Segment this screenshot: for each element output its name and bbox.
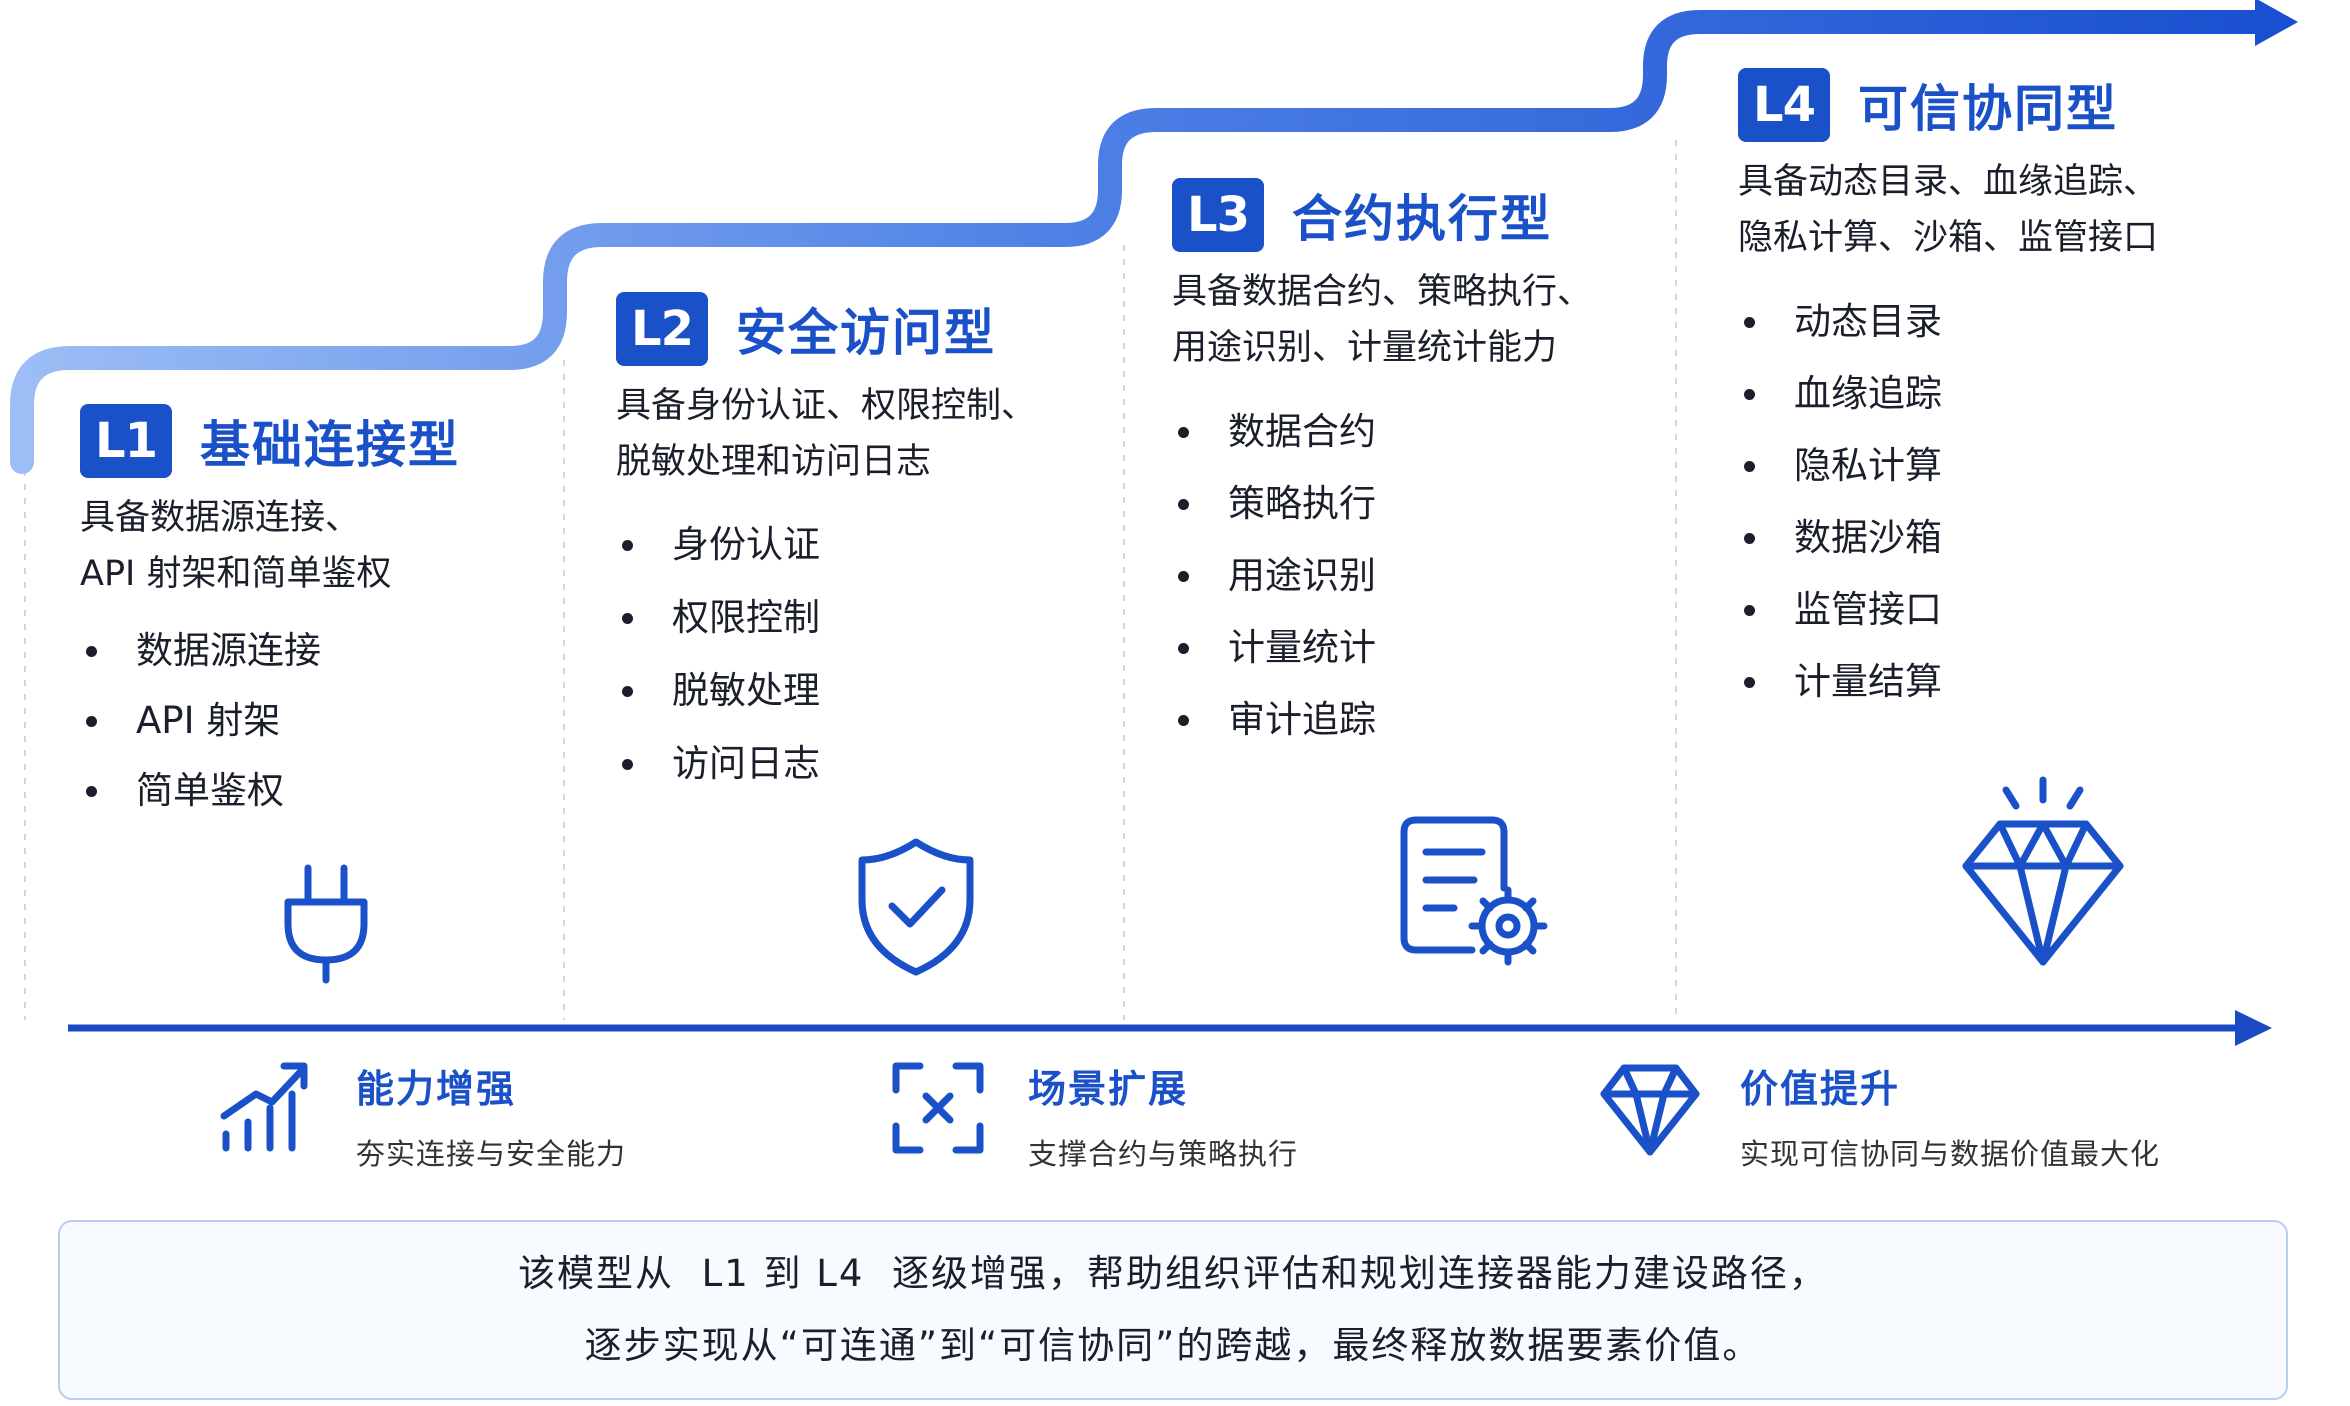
level-description: 具备身份认证、权限控制、 脱敏处理和访问日志	[616, 378, 1036, 490]
list-item: 简单鉴权	[80, 756, 460, 826]
benefit-capability: 能力增强 夯实连接与安全能力	[216, 1058, 626, 1173]
feature-list: 数据合约 策略执行 用途识别 计量统计 审计追踪	[1172, 396, 1592, 756]
staircase-arrowhead	[2255, 0, 2298, 46]
benefit-text: 场景扩展 支撑合约与策略执行	[1028, 1058, 1298, 1173]
list-item: 数据沙箱	[1738, 502, 2158, 574]
benefit-description: 实现可信协同与数据价值最大化	[1740, 1137, 2161, 1171]
level-badge: L1	[80, 404, 172, 478]
diamond-icon	[1600, 1064, 1700, 1156]
list-item: 血缘追踪	[1738, 358, 2158, 430]
level-description-line: 隐私计算、沙箱、监管接口	[1738, 218, 2159, 258]
level-header: L2 安全访问型	[616, 292, 1036, 366]
level-badge: L4	[1738, 68, 1830, 142]
level-header: L4 可信协同型	[1738, 68, 2158, 142]
benefit-title: 价值提升	[1740, 1067, 1901, 1111]
bar-chart-up-icon	[220, 1062, 308, 1152]
list-item: 用途识别	[1172, 540, 1592, 612]
level-description-line: 具备动态目录、血缘追踪、	[1738, 162, 2159, 202]
list-item: 数据源连接	[80, 616, 460, 686]
staircase-line	[10, 10, 2277, 474]
plug-icon	[276, 862, 376, 991]
level-title: 可信协同型	[1858, 80, 2118, 138]
benefit-description: 支撑合约与策略执行	[1028, 1137, 1299, 1171]
list-item: 数据合约	[1172, 396, 1592, 468]
level-title: 合约执行型	[1292, 190, 1552, 248]
level-description-line: 脱敏处理和访问日志	[616, 442, 932, 482]
list-item: 脱敏处理	[616, 654, 1036, 727]
benefit-scenario: 场景扩展 支撑合约与策略执行	[888, 1058, 1298, 1173]
benefit-title: 场景扩展	[1028, 1067, 1189, 1111]
list-item: 权限控制	[616, 581, 1036, 654]
level-card-l1: L1 基础连接型 具备数据源连接、 API 射架和简单鉴权 数据源连接 API …	[80, 404, 460, 826]
benefit-text: 能力增强 夯实连接与安全能力	[356, 1058, 626, 1173]
level-header: L3 合约执行型	[1172, 178, 1592, 252]
level-description-line: API 射架和简单鉴权	[80, 554, 392, 594]
feature-list: 身份认证 权限控制 脱敏处理 访问日志	[616, 508, 1036, 800]
level-card-l3: L3 合约执行型 具备数据合约、策略执行、 用途识别、计量统计能力 数据合约 策…	[1172, 178, 1592, 756]
level-badge: L3	[1172, 178, 1264, 252]
list-item: 动态目录	[1738, 286, 2158, 358]
level-description: 具备动态目录、血缘追踪、 隐私计算、沙箱、监管接口	[1738, 154, 2158, 266]
list-item: 隐私计算	[1738, 430, 2158, 502]
level-header: L1 基础连接型	[80, 404, 460, 478]
feature-list: 数据源连接 API 射架 简单鉴权	[80, 616, 460, 826]
level-card-l4: L4 可信协同型 具备动态目录、血缘追踪、 隐私计算、沙箱、监管接口 动态目录 …	[1738, 68, 2158, 718]
progress-axis-arrowhead	[2235, 1010, 2272, 1046]
benefit-title: 能力增强	[356, 1067, 517, 1111]
level-description-line: 具备数据合约、策略执行、	[1172, 272, 1593, 312]
level-title: 安全访问型	[736, 304, 996, 362]
level-card-l2: L2 安全访问型 具备身份认证、权限控制、 脱敏处理和访问日志 身份认证 权限控…	[616, 292, 1036, 800]
list-item: 审计追踪	[1172, 684, 1592, 756]
list-item: 身份认证	[616, 508, 1036, 581]
list-item: 策略执行	[1172, 468, 1592, 540]
feature-list: 动态目录 血缘追踪 隐私计算 数据沙箱 监管接口 计量结算	[1738, 286, 2158, 718]
level-title: 基础连接型	[200, 416, 460, 474]
benefit-text: 价值提升 实现可信协同与数据价值最大化	[1740, 1058, 2160, 1173]
level-description: 具备数据合约、策略执行、 用途识别、计量统计能力	[1172, 264, 1592, 376]
summary-box: 该模型从 L1 到 L4 逐级增强，帮助组织评估和规划连接器能力建设路径， 逐步…	[58, 1220, 2288, 1400]
shield-check-icon	[854, 836, 978, 982]
list-item: API 射架	[80, 686, 460, 756]
level-description-line: 具备数据源连接、	[80, 498, 361, 538]
level-description-line: 用途识别、计量统计能力	[1172, 328, 1558, 368]
list-item: 计量统计	[1172, 612, 1592, 684]
level-badge: L2	[616, 292, 708, 366]
expand-frame-icon	[892, 1062, 984, 1154]
level-description: 具备数据源连接、 API 射架和简单鉴权	[80, 490, 460, 602]
diamond-sparkle-icon	[1958, 776, 2128, 974]
document-gear-icon	[1394, 810, 1554, 974]
list-item: 监管接口	[1738, 574, 2158, 646]
list-item: 访问日志	[616, 727, 1036, 800]
benefit-value: 价值提升 实现可信协同与数据价值最大化	[1600, 1058, 2160, 1173]
summary-line: 该模型从 L1 到 L4 逐级增强，帮助组织评估和规划连接器能力建设路径，	[518, 1252, 1828, 1295]
summary-line: 逐步实现从“可连通”到“可信协同”的跨越，最终释放数据要素价值。	[584, 1324, 1762, 1367]
benefit-description: 夯实连接与安全能力	[356, 1137, 627, 1171]
list-item: 计量结算	[1738, 646, 2158, 718]
level-description-line: 具备身份认证、权限控制、	[616, 386, 1037, 426]
